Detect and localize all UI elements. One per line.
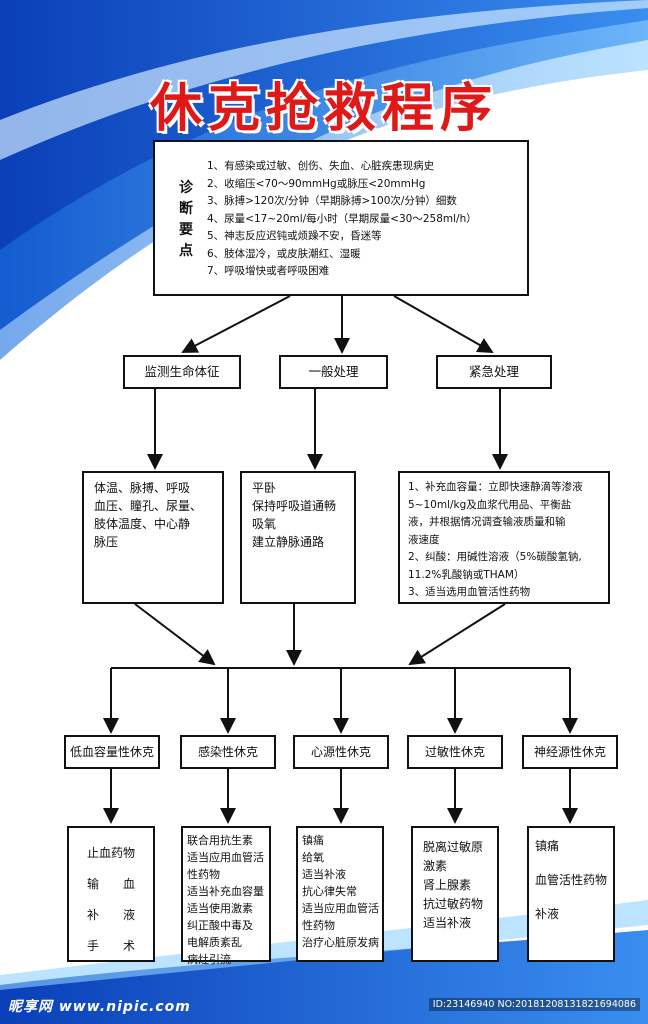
diagnosis-item: 4、尿量<17~20ml/每小时（早期尿量<30～258ml/h）	[207, 212, 477, 225]
treatment-item: 给氧	[302, 851, 324, 864]
detail-line: 2、纠酸：用碱性溶液（5%碳酸氢钠,	[408, 551, 582, 563]
treatment-item: 适当使用激素	[187, 902, 253, 915]
detail-line: 平卧	[252, 481, 277, 495]
treatment-item: 肾上腺素	[423, 878, 472, 892]
detail-line: 3、适当选用血管活性药物	[408, 586, 531, 598]
treatment-anaphylactic: 脱离过敏原 激素 肾上腺素 抗过敏药物 适当补液	[411, 826, 499, 962]
diagnosis-item: 5、神志反应迟钝或烦躁不安，昏迷等	[207, 230, 382, 242]
diagnosis-item: 2、收缩压<70～90mmHg或脉压<20mmHg	[207, 177, 426, 190]
stage-general-details: 平卧 保持呼吸道通畅 吸氧 建立静脉通路	[240, 471, 356, 604]
treatment-item: 联合用抗生素	[187, 834, 253, 847]
detail-line: 液速度	[408, 533, 440, 546]
treatment-item: 性药物	[187, 868, 220, 881]
detail-line: 体温、脉搏、呼吸	[94, 481, 191, 495]
detail-line: 5~10ml/kg及血浆代用品、平衡盐	[408, 498, 572, 511]
treatment-item: 镇痛	[535, 839, 560, 853]
stage-general-header: 一般处理	[279, 355, 388, 389]
treatment-item: 适当补液	[302, 868, 346, 881]
treatment-item: 血管活性药物	[535, 873, 608, 887]
treatment-item: 补 液	[87, 908, 136, 922]
treatment-item: 抗过敏药物	[423, 897, 484, 911]
treatment-item: 适当补液	[423, 916, 472, 930]
treatment-item: 治疗心脏原发病	[302, 936, 379, 949]
treatment-septic: 联合用抗生素 适当应用血管活 性药物 适当补充血容量 适当使用激素 纠正酸中毒及…	[181, 826, 271, 966]
shock-type-anaphylactic: 过敏性休克	[407, 735, 503, 769]
treatment-spacer	[535, 889, 607, 906]
treatment-item: 适当补充血容量	[187, 885, 264, 898]
detail-line: 建立静脉通路	[252, 535, 325, 549]
diagnosis-item: 1、有感染或过敏、创伤、失血、心脏疾患现病史	[207, 160, 435, 172]
detail-line: 保持呼吸道通畅	[252, 499, 337, 513]
shock-type-hypovolemic: 低血容量性休克	[64, 735, 160, 769]
detail-line: 肢体温度、中心静	[94, 517, 191, 531]
shock-type-septic: 感染性休克	[180, 735, 276, 769]
diagnosis-item: 6、肢体湿冷，或皮肤潮红、湿暖	[207, 247, 361, 260]
detail-line: 1、补充血容量：立即快速静滴等渗液	[408, 481, 583, 493]
diagnosis-item: 7、呼吸增快或者呼吸困难	[207, 265, 330, 277]
treatment-item: 补液	[535, 907, 560, 921]
detail-line: 11.2%乳酸钠或THAM）	[408, 568, 525, 581]
shock-type-cardiogenic: 心源性休克	[293, 735, 389, 769]
treatment-item: 输 血	[87, 877, 136, 891]
treatment-item: 手 术	[87, 939, 136, 953]
treatment-hypovolemic: 止血药物 输 血 补 液 手 术	[67, 826, 155, 962]
treatment-item: 脱离过敏原	[423, 840, 484, 854]
treatment-item: 纠正酸中毒及	[187, 919, 253, 932]
detail-line: 液，并根据情况调查输液质量和输	[408, 516, 566, 528]
detail-line: 脉压	[94, 535, 119, 549]
stage-urgent-header: 紧急处理	[436, 355, 552, 389]
stage-urgent-details: 1、补充血容量：立即快速静滴等渗液 5~10ml/kg及血浆代用品、平衡盐 液，…	[398, 471, 610, 604]
diagnosis-item: 3、脉搏>120次/分钟（早期脉搏>100次/分钟）细数	[207, 195, 457, 207]
treatment-neurogenic: 镇痛 血管活性药物 补液	[527, 826, 615, 962]
diagnosis-box: 诊 断 要 点 1、有感染或过敏、创伤、失血、心脏疾患现病史 2、收缩压<70～…	[153, 140, 529, 296]
treatment-item: 镇痛	[302, 834, 324, 847]
treatment-item: 电解质紊乱	[187, 936, 242, 949]
treatment-item: 病灶引流	[187, 953, 231, 966]
shock-type-neurogenic: 神经源性休克	[522, 735, 618, 769]
treatment-item: 激素	[423, 859, 448, 873]
treatment-cardiogenic: 镇痛 给氧 适当补液 抗心律失常 适当应用血管活 性药物 治疗心脏原发病	[296, 826, 384, 962]
diagnosis-label: 诊 断 要 点	[179, 180, 193, 259]
detail-line: 吸氧	[252, 517, 277, 531]
image-id: ID:23146940 NO:20181208131821694086	[428, 998, 640, 1011]
page-title: 休克抢救程序	[149, 78, 498, 139]
stage-monitor-header: 监测生命体征	[123, 355, 241, 389]
diagnosis-items: 1、有感染或过敏、创伤、失血、心脏疾患现病史 2、收缩压<70～90mmHg或脉…	[207, 158, 523, 281]
treatment-item: 抗心律失常	[302, 885, 357, 898]
treatment-item: 适当应用血管活	[302, 902, 379, 915]
treatment-spacer	[535, 855, 607, 872]
treatment-item: 适当应用血管活	[187, 851, 264, 864]
detail-line: 血压、瞳孔、尿量、	[94, 499, 203, 513]
treatment-item: 止血药物	[87, 846, 136, 860]
stage-monitor-details: 体温、脉搏、呼吸 血压、瞳孔、尿量、 肢体温度、中心静 脉压	[82, 471, 224, 604]
treatment-item: 性药物	[302, 919, 335, 932]
watermark-logo: 昵享网 www.nipic.com	[8, 999, 191, 1015]
